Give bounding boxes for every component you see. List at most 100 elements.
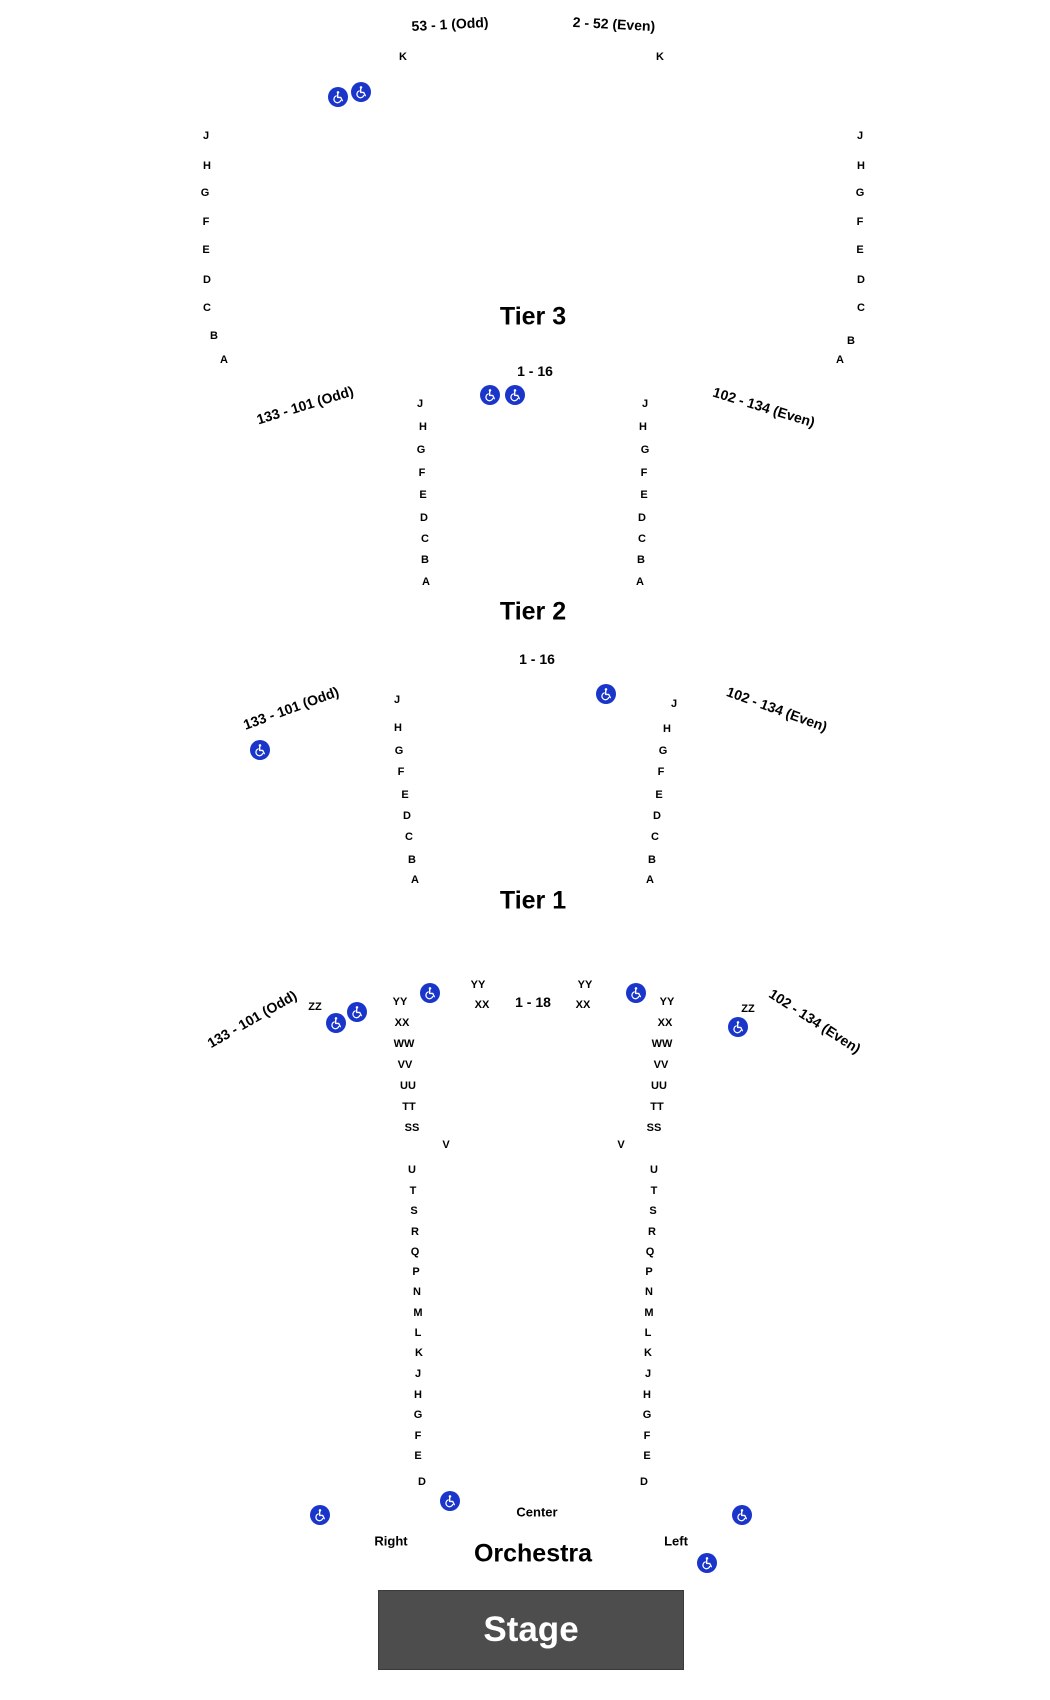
tier2-inner-left-row-f: F bbox=[397, 766, 405, 778]
orchestra-top-row-yy: YY bbox=[577, 979, 593, 991]
tier2-inner-right-row-h: H bbox=[663, 723, 671, 735]
tier3-center-range: 1 - 16 bbox=[517, 363, 553, 379]
orchestra-lower-left-row-n: N bbox=[413, 1286, 421, 1298]
tier2-center-range: 1 - 16 bbox=[519, 651, 555, 667]
wheelchair-accessible-icon bbox=[732, 1505, 752, 1525]
tier3-inner-right-row-c: C bbox=[638, 533, 646, 545]
position-right: Right bbox=[374, 1533, 408, 1549]
orchestra-lower-right-row-t: T bbox=[650, 1185, 658, 1197]
tier3-outer-left-row-j: J bbox=[202, 130, 210, 142]
orchestra-lower-left-row-d: D bbox=[418, 1476, 426, 1488]
tier3-inner-right-row-e: E bbox=[640, 489, 648, 501]
tier2-inner-right-row-j: J bbox=[670, 698, 678, 710]
wheelchair-accessible-icon bbox=[310, 1505, 330, 1525]
tier3-inner-left-row-b: B bbox=[421, 554, 429, 566]
wheelchair-accessible-icon bbox=[326, 1013, 346, 1033]
tier3-outer-right-row-d: D bbox=[857, 274, 865, 286]
tier2-inner-left-row-a: A bbox=[411, 874, 419, 886]
tier3-left-top-range: 53 - 1 (Odd) bbox=[411, 13, 489, 35]
wheelchair-accessible-icon bbox=[480, 385, 500, 405]
orchestra-top-row-yy: YY bbox=[470, 979, 486, 991]
tier3-outer-left-row-h: H bbox=[203, 160, 211, 172]
orchestra-upper-left-row-uu: UU bbox=[400, 1080, 416, 1092]
orchestra-top-row-xx: XX bbox=[575, 999, 591, 1011]
tier3-left-side-range: 133 - 101 (Odd) bbox=[254, 382, 356, 428]
orchestra-title: Orchestra bbox=[473, 1539, 593, 1568]
orchestra-upper-left-row-xx: XX bbox=[394, 1017, 410, 1029]
tier3-inner-right-row-h: H bbox=[639, 421, 647, 433]
tier2-inner-left-row-j: J bbox=[393, 694, 401, 706]
tier2-inner-left-row-g: G bbox=[394, 745, 404, 757]
orchestra-lower-left-row-r: R bbox=[411, 1226, 419, 1238]
tier3-outer-left-row-b: B bbox=[210, 330, 218, 342]
tier3-outer-right-row-h: H bbox=[857, 160, 865, 172]
tier3-inner-left-row-c: C bbox=[421, 533, 429, 545]
orchestra-lower-right-row-h: H bbox=[643, 1389, 651, 1401]
tier3-right-side-range: 102 - 134 (Even) bbox=[711, 383, 817, 431]
orchestra-lower-right-row-r: R bbox=[648, 1226, 656, 1238]
orchestra-lower-right-row-l: L bbox=[644, 1327, 652, 1339]
orchestra-lower-left-row-m: M bbox=[413, 1307, 423, 1319]
tier2-inner-right-row-a: A bbox=[646, 874, 654, 886]
tier2-inner-left-row-b: B bbox=[408, 854, 416, 866]
tier1-title: Tier 1 bbox=[499, 886, 567, 915]
orchestra-lower-left-row-h: H bbox=[414, 1389, 422, 1401]
tier3-inner-left-row-e: E bbox=[419, 489, 427, 501]
orchestra-upper-right-row-vv: VV bbox=[653, 1059, 669, 1071]
stage[interactable]: Stage bbox=[378, 1590, 684, 1670]
orchestra-lower-right-row-k: K bbox=[644, 1347, 652, 1359]
orchestra-row-zz: ZZ bbox=[741, 1003, 755, 1015]
orchestra-upper-right-row-uu: UU bbox=[651, 1080, 667, 1092]
orchestra-lower-right-row-d: D bbox=[640, 1476, 648, 1488]
orchestra-right-side-range: 102 - 134 (Even) bbox=[766, 985, 864, 1057]
orchestra-upper-left-row-ww: WW bbox=[393, 1038, 415, 1050]
tier3-outer-left-row-c: C bbox=[203, 302, 211, 314]
tier3-inner-left-row-a: A bbox=[422, 576, 430, 588]
tier3-outer-left-row-d: D bbox=[203, 274, 211, 286]
orchestra-lower-left-row-s: S bbox=[410, 1205, 418, 1217]
orchestra-upper-left-row-yy: YY bbox=[392, 996, 408, 1008]
orchestra-lower-right-row-p: P bbox=[645, 1266, 653, 1278]
orchestra-lower-right-row-u: U bbox=[650, 1164, 658, 1176]
tier3-outer-right-row-c: C bbox=[857, 302, 865, 314]
orchestra-upper-left-row-ss: SS bbox=[404, 1122, 420, 1134]
tier3-inner-left-row-h: H bbox=[419, 421, 427, 433]
tier2-inner-left-row-c: C bbox=[405, 831, 413, 843]
tier3-inner-right-row-b: B bbox=[637, 554, 645, 566]
orchestra-row-zz: ZZ bbox=[308, 1001, 322, 1013]
tier3-inner-right-row-f: F bbox=[640, 467, 648, 479]
tier2-left-side-range: 133 - 101 (Odd) bbox=[241, 683, 341, 733]
orchestra-lower-right-row-f: F bbox=[643, 1430, 651, 1442]
wheelchair-accessible-icon bbox=[347, 1002, 367, 1022]
orchestra-lower-right-row-j: J bbox=[644, 1368, 652, 1380]
tier2-right-side-range: 102 - 134 (Even) bbox=[724, 683, 830, 735]
orchestra-lower-left-row-p: P bbox=[412, 1266, 420, 1278]
tier3-outer-left-row-g: G bbox=[200, 187, 210, 199]
orchestra-upper-right-row-ss: SS bbox=[646, 1122, 662, 1134]
tier2-inner-right-row-e: E bbox=[655, 789, 663, 801]
tier3-outer-left-row-e: E bbox=[202, 244, 210, 256]
tier3-outer-left-row-f: F bbox=[202, 216, 210, 228]
tier3-right-top-range: 2 - 52 (Even) bbox=[572, 13, 656, 35]
tier3-outer-right-row-e: E bbox=[856, 244, 864, 256]
tier2-inner-right-row-d: D bbox=[653, 810, 661, 822]
tier3-title: Tier 3 bbox=[499, 302, 567, 331]
orchestra-upper-right-row-yy: YY bbox=[659, 996, 675, 1008]
tier3-inner-right-row-g: G bbox=[640, 444, 650, 456]
tier3-outer-left-row-a: A bbox=[220, 354, 228, 366]
orchestra-upper-left-row-vv: VV bbox=[397, 1059, 413, 1071]
tier2-inner-right-row-b: B bbox=[648, 854, 656, 866]
wheelchair-accessible-icon bbox=[728, 1017, 748, 1037]
tier2-inner-right-row-f: F bbox=[657, 766, 665, 778]
orchestra-lower-right-row-n: N bbox=[645, 1286, 653, 1298]
tier3-inner-left-row-d: D bbox=[420, 512, 428, 524]
tier3-outer-right-row-j: J bbox=[856, 130, 864, 142]
tier2-inner-right-row-g: G bbox=[658, 745, 668, 757]
tier3-inner-left-row-f: F bbox=[418, 467, 426, 479]
tier3-top-row-k: K bbox=[399, 51, 407, 63]
orchestra-upper-right-row-tt: TT bbox=[650, 1101, 664, 1113]
orchestra-lower-left-row-t: T bbox=[409, 1185, 417, 1197]
tier2-title: Tier 2 bbox=[499, 597, 567, 626]
position-center: Center bbox=[516, 1504, 558, 1520]
orchestra-lower-left-row-g: G bbox=[413, 1409, 423, 1421]
